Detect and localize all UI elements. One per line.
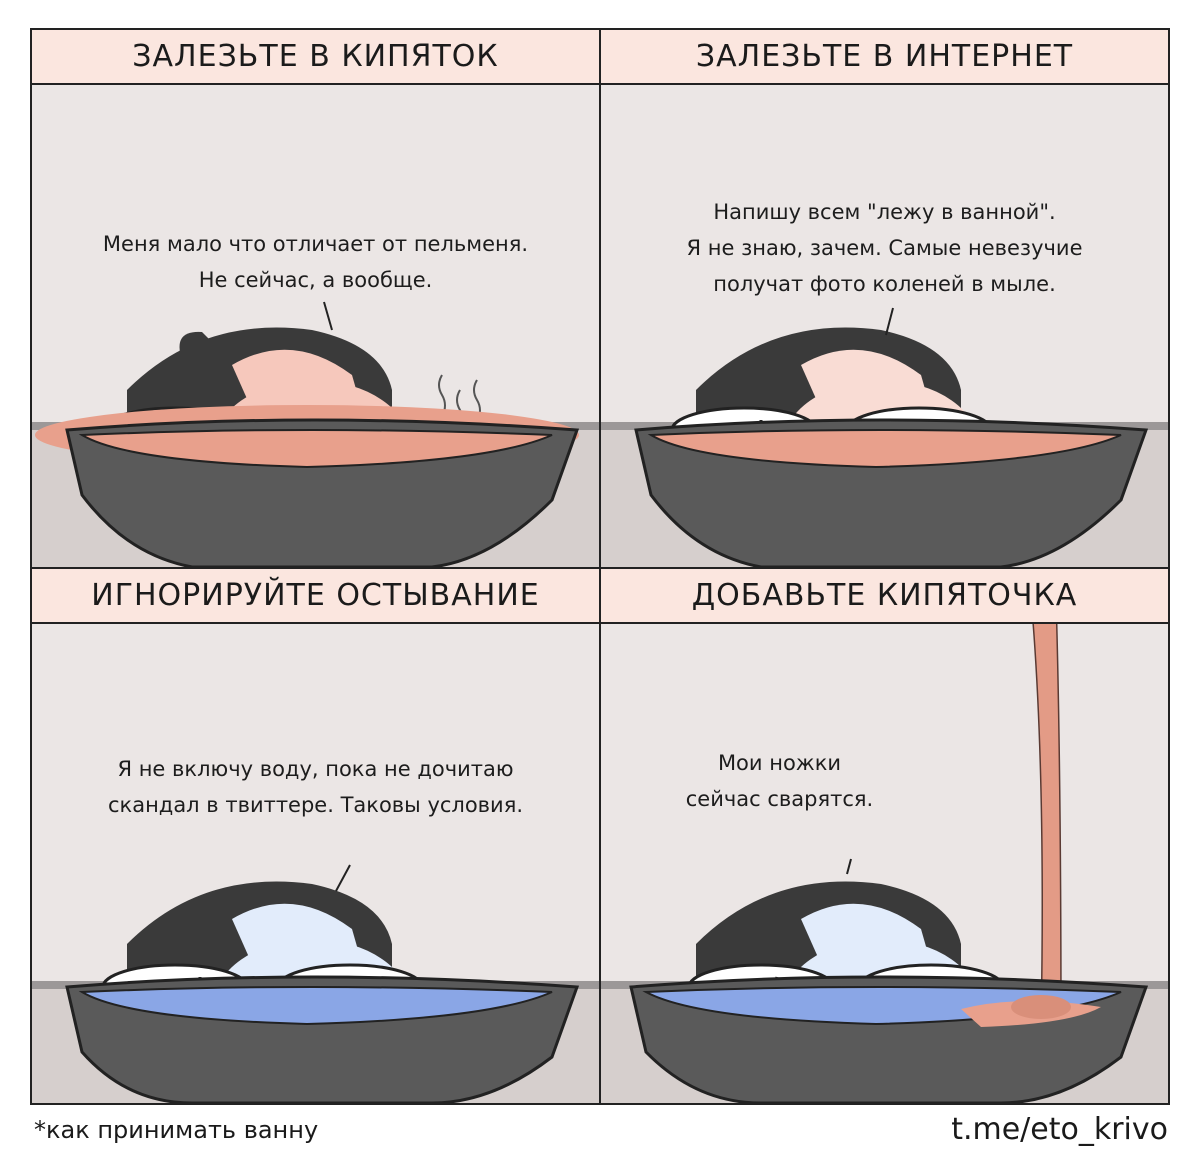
footer-credit: t.me/eto_krivo [951,1112,1168,1147]
speech-text: Мои ножки сейчас сварятся. [601,745,1028,817]
speech-text: Я не включу воду, пока не дочитаю сканда… [32,751,599,823]
footer-caption: *как принимать ванну [34,1116,319,1144]
speech-line: Я не включу воду, пока не дочитаю [117,757,514,781]
panel-3: ИГНОРИРУЙТЕ ОСТЫВАНИЕ Я не включу воду, … [32,569,599,1103]
comic-grid: ЗАЛЕЗЬТЕ В КИПЯТОК Меня мало что отличае… [30,28,1170,1105]
panel-title: ЗАЛЕЗЬТЕ В КИПЯТОК [32,30,599,85]
speech-text: Напишу всем "лежу в ванной". Я не знаю, … [601,194,1168,302]
speech-text: Меня мало что отличает от пельменя. Не с… [32,226,599,298]
bath-scene-hot [32,301,599,567]
panel-title: ИГНОРИРУЙТЕ ОСТЫВАНИЕ [32,569,599,624]
speech-line: Меня мало что отличает от пельменя. [102,232,529,256]
speech-line: сейчас сварятся. [685,787,874,811]
bath-scene-phone [601,307,1168,567]
speech-line: скандал в твиттере. Таковы условия. [107,793,524,817]
speech-line: Напишу всем "лежу в ванной". [713,200,1056,224]
bath-scene-tap [601,569,1168,1103]
panel-title: ЗАЛЕЗЬТЕ В ИНТЕРНЕТ [601,30,1168,85]
panel-4: ДОБАВЬТЕ КИПЯТОЧКА Мои ножки сейчас свар… [601,569,1168,1103]
panel-2: ЗАЛЕЗЬТЕ В ИНТЕРНЕТ Напишу всем "лежу в … [601,30,1168,567]
speech-line: Мои ножки [717,751,842,775]
speech-line: Не сейчас, а вообще. [198,268,433,292]
speech-line: получат фото коленей в мыле. [713,272,1056,296]
panel-1: ЗАЛЕЗЬТЕ В КИПЯТОК Меня мало что отличае… [32,30,599,567]
bath-scene-cold [32,864,599,1103]
speech-line: Я не знаю, зачем. Самые невезучие [686,236,1083,260]
panel-title: ДОБАВЬТЕ КИПЯТОЧКА [601,569,1168,624]
